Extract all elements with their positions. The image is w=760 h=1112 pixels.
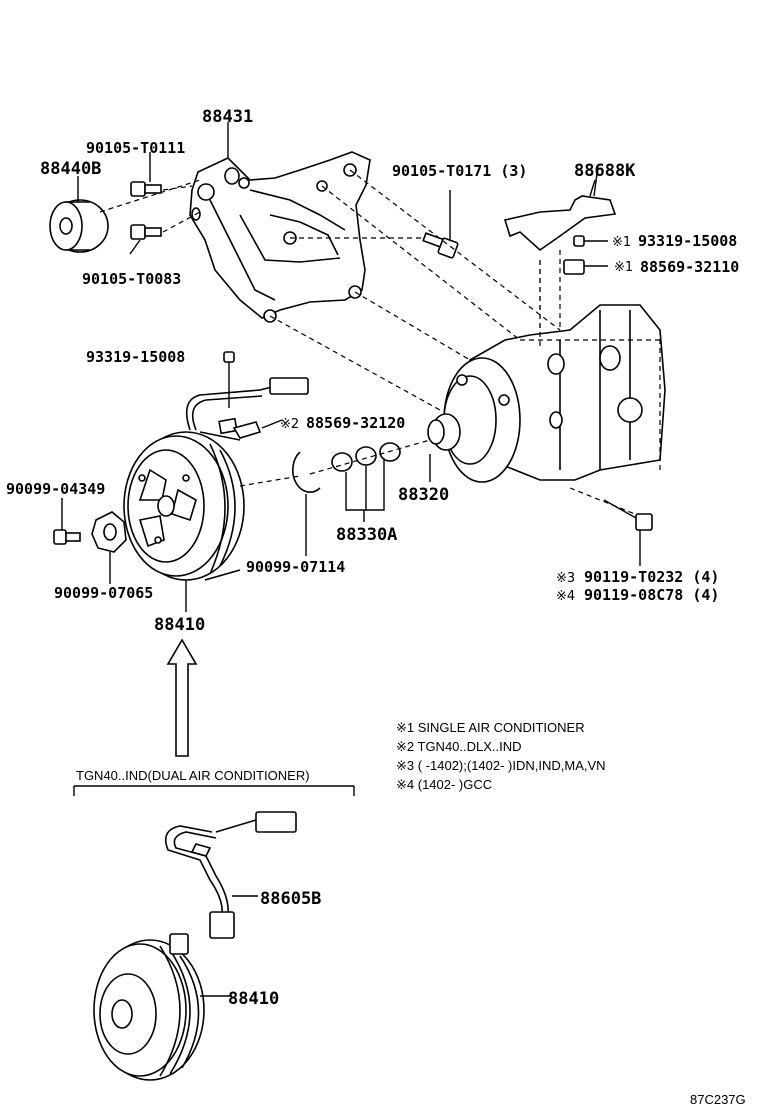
label-idler-pulley: 88440B [40, 159, 101, 179]
note-3: ※3 ( -1402);(1402- )IDN,IND,MA,VN [396, 758, 606, 773]
label-screw-clutch: 93319-15008 [86, 348, 185, 366]
label-bolt-lower: 90105-T0083 [82, 270, 181, 288]
mark-note3: ※3 [556, 571, 575, 586]
screw-note1-icon [573, 235, 608, 247]
mark-note4: ※4 [556, 589, 575, 604]
magnetic-clutch-dual [93, 933, 232, 1081]
label-switch-note1: 88569-32110 [640, 258, 739, 276]
wire-bracket [503, 179, 617, 252]
label-harness: 88605B [260, 889, 321, 909]
note-1: ※1 SINGLE AIR CONDITIONER [396, 720, 585, 735]
mark-note1-b: ※1 [614, 260, 633, 275]
mark-note2: ※2 [280, 417, 299, 432]
shim-icon [91, 511, 127, 553]
label-snap-ring: 90099-07114 [246, 558, 345, 576]
label-wire-bracket: 88688K [574, 161, 636, 181]
label-bolt-note4: 90119-08C78 (4) [584, 586, 719, 604]
wire-harness [164, 811, 297, 939]
variant-label: TGN40..IND(DUAL AIR CONDITIONER) [76, 768, 310, 783]
label-screw-note1: 93319-15008 [638, 232, 737, 250]
label-bolt-bracket: 90105-T0171 (3) [392, 162, 527, 180]
idler-pulley [49, 199, 109, 253]
bolt-lower-icon [130, 224, 162, 240]
label-bolt-center: 90099-04349 [6, 480, 105, 498]
bolt-upper-icon [130, 181, 162, 197]
snap-ring [292, 451, 321, 493]
label-o-rings: 88330A [336, 525, 397, 545]
center-bolt-icon [53, 529, 81, 545]
label-bolt-note3: 90119-T0232 (4) [584, 568, 719, 586]
variant-bracket [73, 785, 355, 796]
bolt-bracket-icon [422, 232, 459, 259]
compressor-bracket [189, 151, 371, 323]
label-clutch: 88410 [154, 615, 205, 635]
switch-note1-icon [563, 259, 608, 275]
bolt-mount-icon [603, 499, 653, 531]
figure-code: 87C237G [690, 1092, 746, 1107]
magnetic-clutch [123, 431, 245, 581]
label-bracket: 88431 [202, 107, 253, 127]
note-2: ※2 TGN40..DLX..IND [396, 739, 522, 754]
screw-clutch-icon [223, 351, 235, 363]
mark-note1-a: ※1 [612, 235, 631, 250]
label-clutch-dual: 88410 [228, 989, 279, 1009]
label-bolt-upper: 90105-T0111 [86, 139, 185, 157]
label-shim: 90099-07065 [54, 584, 153, 602]
note-4: ※4 (1402- )GCC [396, 777, 492, 792]
up-arrow-icon [166, 638, 198, 757]
label-switch-note2: 88569-32120 [306, 414, 405, 432]
clutch-wire [185, 360, 309, 439]
compressor [427, 304, 666, 483]
label-compressor: 88320 [398, 485, 449, 505]
